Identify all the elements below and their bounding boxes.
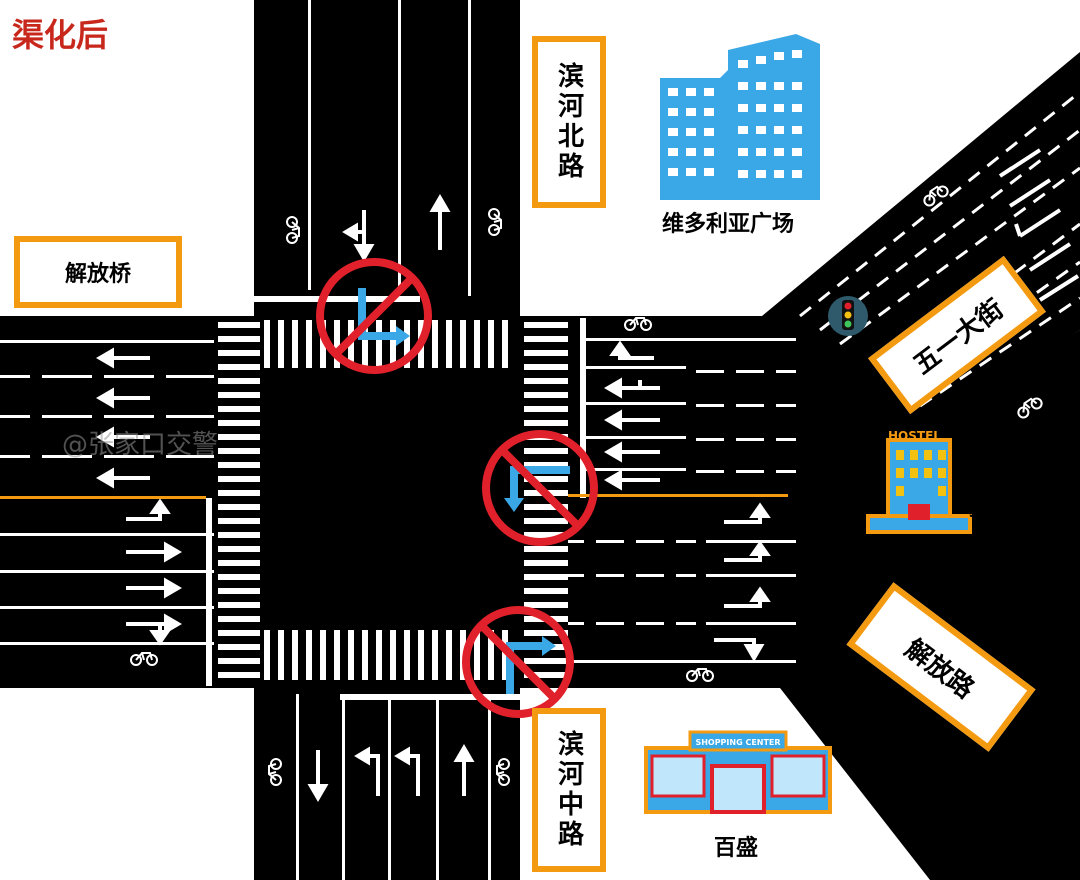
watermark: @张家口交警 [62, 430, 219, 460]
road-label-west: 解放桥 [14, 236, 182, 308]
bicycle-icon [1017, 397, 1043, 419]
road-label-west-text: 解放桥 [64, 262, 131, 287]
road-label-north: 滨河北路 [532, 36, 606, 208]
bicycle-icon [923, 185, 949, 207]
bicycle-icon [624, 317, 652, 331]
west-arrows [96, 347, 182, 646]
road-north [254, 0, 520, 320]
shopping-center-icon [644, 730, 832, 814]
landmark-hotel: 张家口宾馆 [968, 496, 1079, 521]
south-lane-lines [296, 694, 520, 880]
shopping-center-sign: SHOPPING CENTER [695, 738, 780, 747]
west-center-line [0, 496, 206, 499]
east-arrows [604, 340, 771, 662]
west-lane-lines [0, 340, 214, 686]
northeast-arrows [998, 148, 1080, 302]
office-building-icon [660, 34, 820, 200]
road-label-north-text: 滨河北路 [553, 62, 584, 182]
hotel-icon [866, 438, 972, 534]
road-label-south-text: 滨河中路 [553, 730, 584, 850]
landmark-victoria-plaza: 维多利亚广场 [662, 212, 795, 237]
bicycle-icon [130, 652, 158, 666]
crosswalk-west [218, 322, 260, 678]
traffic-light-icon [828, 296, 868, 336]
intersection-core [258, 316, 570, 688]
no-left-turn-sign-east [482, 430, 598, 546]
hotel-sign: HOSTEL [888, 429, 941, 443]
road-southeast [780, 330, 1080, 880]
east-center-line [568, 494, 788, 497]
landmark-mall: 百盛 [714, 836, 759, 861]
road-label-south: 滨河中路 [532, 708, 606, 872]
north-lane-lines [254, 0, 471, 302]
north-arrows [342, 194, 451, 262]
road-east [566, 316, 796, 688]
bicycle-icon [496, 758, 510, 786]
south-arrows [307, 744, 475, 802]
east-lane-lines [568, 318, 796, 663]
road-south [254, 686, 520, 880]
no-left-turn-sign-south [462, 606, 574, 718]
bicycle-icon [268, 758, 282, 786]
page-title: 渠化后 [12, 16, 109, 54]
bicycle-icon [686, 668, 714, 682]
road-label-southeast-text: 解放路 [899, 633, 980, 705]
bicycle-icons [130, 185, 1043, 786]
bicycle-icon [286, 216, 300, 244]
bicycle-icon [488, 208, 502, 236]
no-left-turn-sign-north [316, 258, 432, 374]
